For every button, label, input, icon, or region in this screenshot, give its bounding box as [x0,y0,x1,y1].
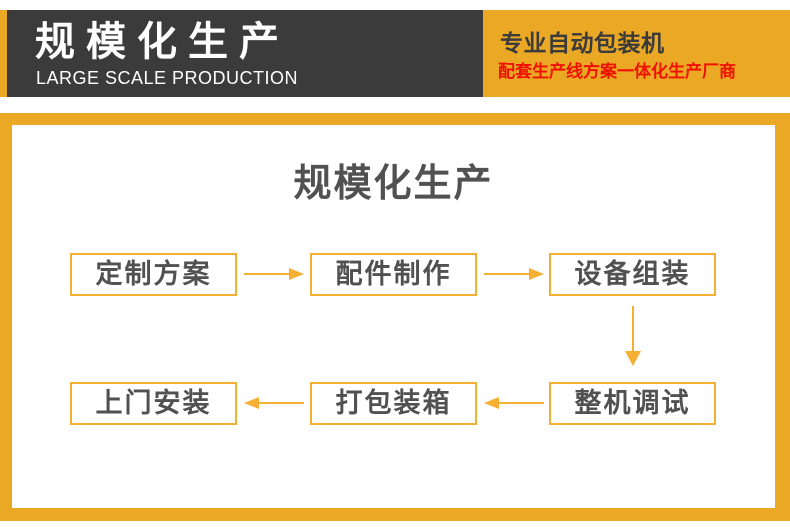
header-banner: 规模化生产 LARGE SCALE PRODUCTION 专业自动包装机 配套生… [0,10,790,97]
flow-step-custom-plan: 定制方案 [70,253,237,296]
flow-step-label: 定制方案 [95,259,212,289]
header-title: 规模化生产 [35,20,290,64]
flow-step-machine-debugging: 整机调试 [549,382,716,425]
content-panel: 规模化生产 定制方案 配件制作 设备组装 上门安装 打包装箱 整机调试 [12,125,775,508]
flow-step-label: 设备组装 [574,259,691,289]
arrow-down-icon [625,306,641,366]
flow-step-label: 配件制作 [335,259,452,289]
arrow-left-icon [484,397,544,409]
flow-step-onsite-installation: 上门安装 [70,382,237,425]
flow-step-label: 整机调试 [574,388,691,418]
header-right-tagline: 配套生产线方案一体化生产厂商 [498,62,736,81]
header-right-title: 专业自动包装机 [500,30,665,56]
header-left: 规模化生产 LARGE SCALE PRODUCTION [7,10,483,97]
flow-step-label: 打包装箱 [335,388,452,418]
flow-step-equipment-assembly: 设备组装 [549,253,716,296]
section-title: 规模化生产 [293,163,494,205]
flow-step-label: 上门安装 [95,388,212,418]
flow-step-parts-production: 配件制作 [310,253,477,296]
header-subtitle: LARGE SCALE PRODUCTION [36,68,299,88]
arrow-left-icon [244,397,304,409]
header-right: 专业自动包装机 配套生产线方案一体化生产厂商 [483,10,790,97]
header-accent-bar [0,10,7,97]
flow-step-packing: 打包装箱 [310,382,477,425]
main-section: 规模化生产 定制方案 配件制作 设备组装 上门安装 打包装箱 整机调试 [0,113,790,521]
arrow-right-icon [244,268,304,280]
arrow-right-icon [484,268,544,280]
